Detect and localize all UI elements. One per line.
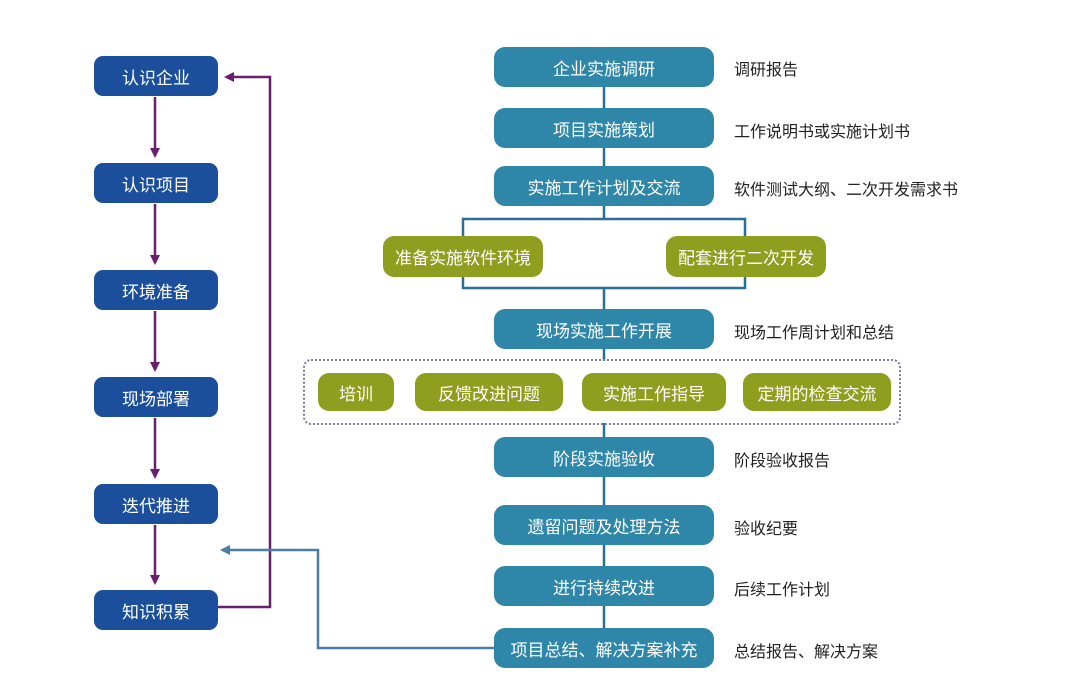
note-8: 总结报告、解决方案	[734, 642, 879, 661]
note-4: 现场工作周计划和总结	[734, 323, 895, 342]
note-7: 后续工作计划	[734, 580, 831, 599]
note-1: 调研报告	[734, 60, 799, 79]
activities-group	[303, 359, 901, 425]
left-step-1: 认识企业	[94, 56, 218, 96]
left-step-6: 知识积累	[94, 590, 218, 630]
branch-bracket-bottom	[461, 277, 747, 290]
main-step-8: 项目总结、解决方案补充	[494, 628, 714, 668]
note-3: 软件测试大纲、二次开发需求书	[734, 180, 959, 199]
note-6: 验收纪要	[734, 519, 799, 538]
activity-4: 定期的检查交流	[743, 373, 891, 411]
left-step-4: 现场部署	[94, 377, 218, 417]
main-step-5: 阶段实施验收	[494, 437, 714, 477]
main-step-2: 项目实施策划	[494, 108, 714, 148]
parallel-step-2: 配套进行二次开发	[666, 236, 826, 277]
branch-bracket-top	[461, 217, 747, 236]
main-step-6: 遗留问题及处理方法	[494, 505, 714, 545]
activity-1: 培训	[318, 373, 394, 411]
main-step-3: 实施工作计划及交流	[494, 166, 714, 206]
note-2: 工作说明书或实施计划书	[734, 122, 911, 141]
main-step-7: 进行持续改进	[494, 566, 714, 606]
left-step-3: 环境准备	[94, 270, 218, 310]
parallel-step-1: 准备实施软件环境	[383, 236, 543, 277]
loop-back-arrow	[218, 72, 272, 609]
note-5: 阶段验收报告	[734, 451, 831, 470]
feedback-arrow	[220, 545, 494, 650]
activity-3: 实施工作指导	[582, 373, 726, 411]
main-step-1: 企业实施调研	[494, 47, 714, 87]
activity-2: 反馈改进问题	[415, 373, 563, 411]
left-step-2: 认识项目	[94, 163, 218, 203]
left-step-5: 迭代推进	[94, 484, 218, 524]
main-step-4: 现场实施工作开展	[494, 309, 714, 349]
